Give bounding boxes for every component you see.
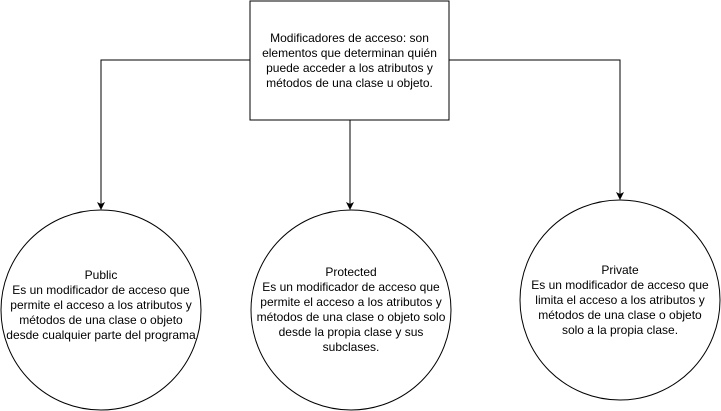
connector-public bbox=[97, 59, 250, 210]
protected-description: Es un modificador de acceso que permite … bbox=[256, 280, 446, 354]
root-text: Modificadores de acceso: son elementos q… bbox=[255, 6, 444, 115]
private-node bbox=[519, 199, 721, 401]
public-description: Es un modificador de acceso que permite … bbox=[6, 282, 196, 342]
root-box bbox=[249, 0, 450, 121]
public-title: Public bbox=[84, 267, 118, 282]
root-description: Modificadores de acceso: son elementos q… bbox=[262, 30, 437, 90]
private-description: Es un modificador de acceso que limita e… bbox=[531, 277, 709, 337]
private-title: Private bbox=[601, 262, 639, 277]
protected-text: Protected Es un modificador de acceso qu… bbox=[256, 250, 446, 370]
protected-title: Protected bbox=[325, 265, 377, 279]
protected-node bbox=[250, 209, 452, 411]
public-node bbox=[0, 209, 202, 411]
connector-private bbox=[449, 59, 624, 200]
public-text: Public Es un modificador de acceso que p… bbox=[3, 245, 199, 365]
private-text: Private Es un modificador de acceso que … bbox=[528, 240, 712, 360]
